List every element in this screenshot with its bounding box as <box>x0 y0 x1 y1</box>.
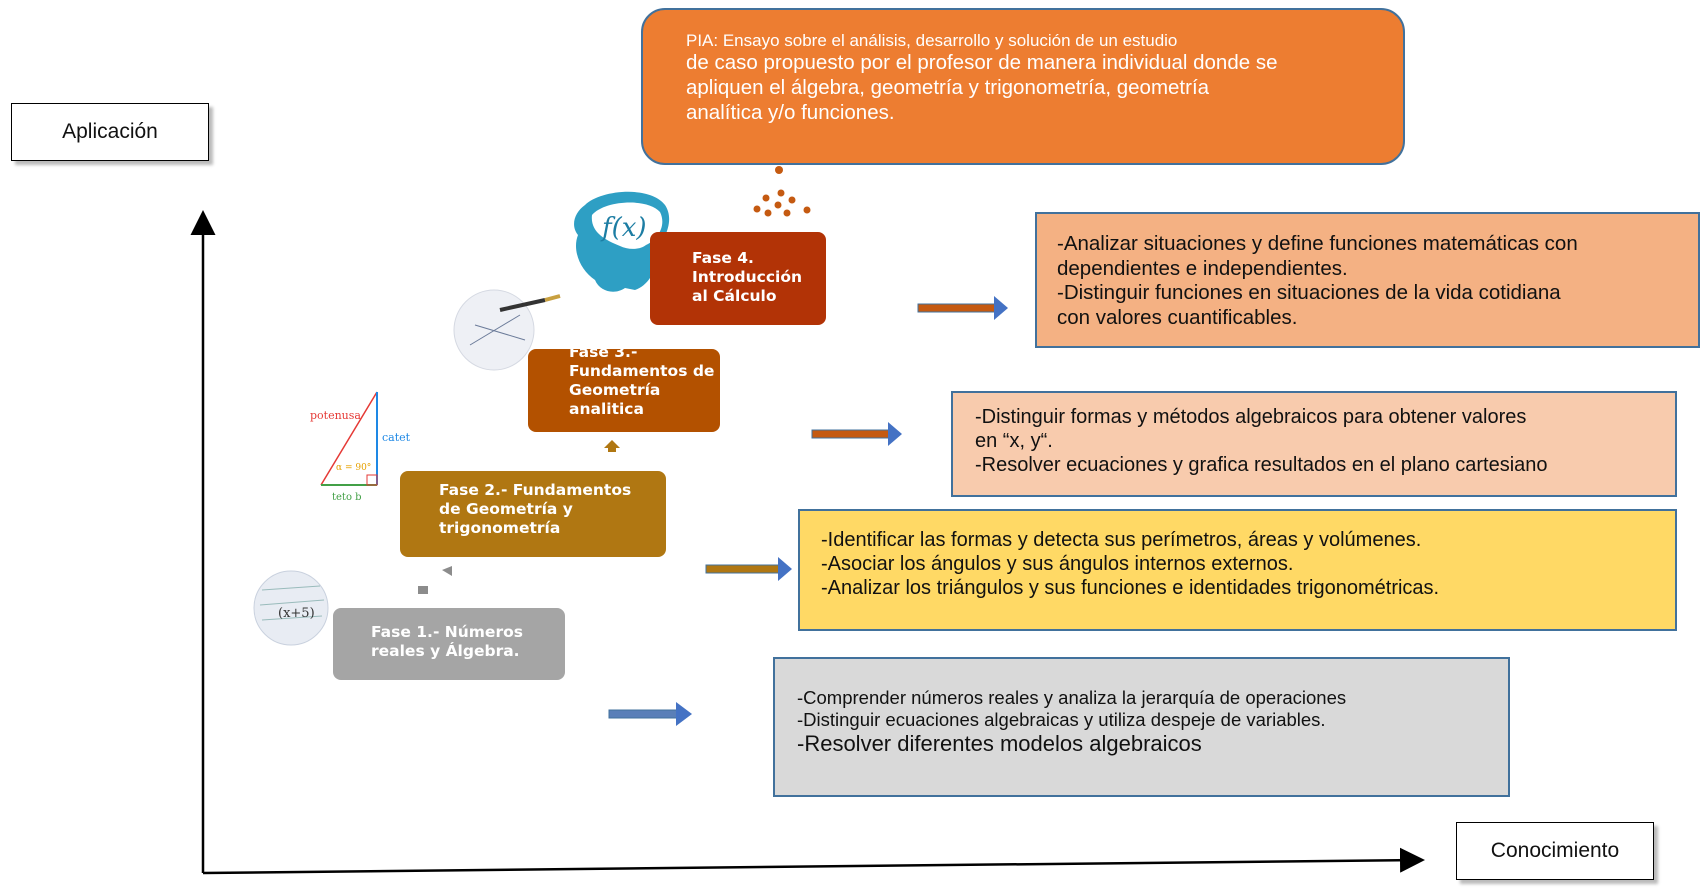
x-axis-label: Conocimiento <box>1456 822 1654 880</box>
phase-1-box: Fase 1.- Números reales y Álgebra. <box>333 608 565 680</box>
description-fase-3-line: -Resolver ecuaciones y grafica resultado… <box>975 454 1548 476</box>
description-fase-2-line: -Asociar los ángulos y sus ángulos inter… <box>821 553 1294 575</box>
x-axis-line <box>202 847 1425 875</box>
phase-3-box: Fase 3.- Fundamentos de Geometría analit… <box>528 349 720 432</box>
description-fase-2-line: -Identificar las formas y detecta sus pe… <box>821 529 1422 551</box>
dots-to-pia <box>753 166 811 217</box>
angle-label: α = 90° <box>336 463 371 473</box>
description-fase-3-line: -Distinguir formas y métodos algebraicos… <box>975 406 1527 428</box>
pia-line: PIA: Ensayo sobre el análisis, desarroll… <box>686 31 1178 50</box>
phase-4-line: Fase 4. <box>692 249 754 267</box>
description-fase-2: -Identificar las formas y detecta sus pe… <box>798 509 1677 631</box>
arrow-fase3 <box>811 422 902 446</box>
triangle-illustration: potenusa catet α = 90° teto b <box>310 391 411 503</box>
description-fase-4-line: -Analizar situaciones y define funciones… <box>1057 232 1578 255</box>
x-axis-label-text: Conocimiento <box>1490 839 1620 862</box>
fx-symbol: f(x) <box>600 213 647 243</box>
base-label: teto b <box>332 492 362 503</box>
pia-line: analítica y/o funciones. <box>686 100 895 124</box>
description-fase-4-line: -Distinguir funciones en situaciones de … <box>1057 281 1561 305</box>
arrow-fase2 <box>705 557 792 581</box>
cateto-label: catet <box>382 431 411 444</box>
stair-arrow-2 <box>442 566 452 576</box>
description-fase-3: -Distinguir formas y métodos algebraicos… <box>951 391 1677 497</box>
geometry-photo-icon <box>453 289 561 371</box>
phase-3-line: analitica <box>569 399 644 418</box>
phase-3-line: Fundamentos de <box>569 361 715 380</box>
fx-head-icon: f(x) <box>574 191 670 292</box>
description-fase-1-line: -Distinguir ecuaciones algebraicas y uti… <box>797 709 1326 731</box>
arrow-fase1 <box>608 702 692 726</box>
phase-2-box: Fase 2.- Fundamentos de Geometría y trig… <box>400 471 666 557</box>
algebra-photo-icon: (x+5) <box>253 570 329 646</box>
description-fase-1: -Comprender números reales y analiza la … <box>773 657 1510 797</box>
arrow-fase4 <box>917 296 1008 320</box>
algebra-formula: (x+5) <box>278 606 315 621</box>
phase-3-line: Fase 3.- <box>569 349 638 361</box>
stair-arrow-3 <box>604 440 620 452</box>
phase-1-line: reales y Álgebra. <box>371 641 520 660</box>
phase-3-line: Geometría <box>569 380 661 399</box>
description-fase-1-line: -Resolver diferentes modelos algebraicos <box>797 731 1202 757</box>
phase-2-line: trigonometría <box>439 518 561 537</box>
stair-arrow-1 <box>418 586 428 594</box>
description-fase-1-line: -Comprender números reales y analiza la … <box>797 687 1347 708</box>
pia-box: PIA: Ensayo sobre el análisis, desarroll… <box>641 8 1405 165</box>
description-fase-4-line: con valores cuantificables. <box>1057 305 1298 329</box>
description-fase-4-line: dependientes e independientes. <box>1057 256 1348 280</box>
pia-line: apliquen el álgebra, geometría y trigono… <box>686 75 1210 99</box>
description-fase-3-line: en “x, y“. <box>975 430 1053 452</box>
description-fase-4: -Analizar situaciones y define funciones… <box>1035 212 1700 348</box>
y-axis-label-text: Aplicación <box>62 120 158 143</box>
hypotenuse-label: potenusa <box>310 409 361 422</box>
phase-2-line: Fase 2.- Fundamentos <box>439 481 632 499</box>
phase-2-line: de Geometría y <box>439 499 573 518</box>
phase-4-line: al Cálculo <box>692 286 777 305</box>
description-fase-2-line: -Analizar los triángulos y sus funciones… <box>821 577 1440 599</box>
y-axis-label: Aplicación <box>11 103 209 161</box>
pia-line: de caso propuesto por el profesor de man… <box>686 51 1278 75</box>
phase-4-line: Introducción <box>692 267 803 286</box>
phase-4-box: Fase 4. Introducción al Cálculo <box>650 232 826 325</box>
phase-1-line: Fase 1.- Números <box>371 623 523 641</box>
